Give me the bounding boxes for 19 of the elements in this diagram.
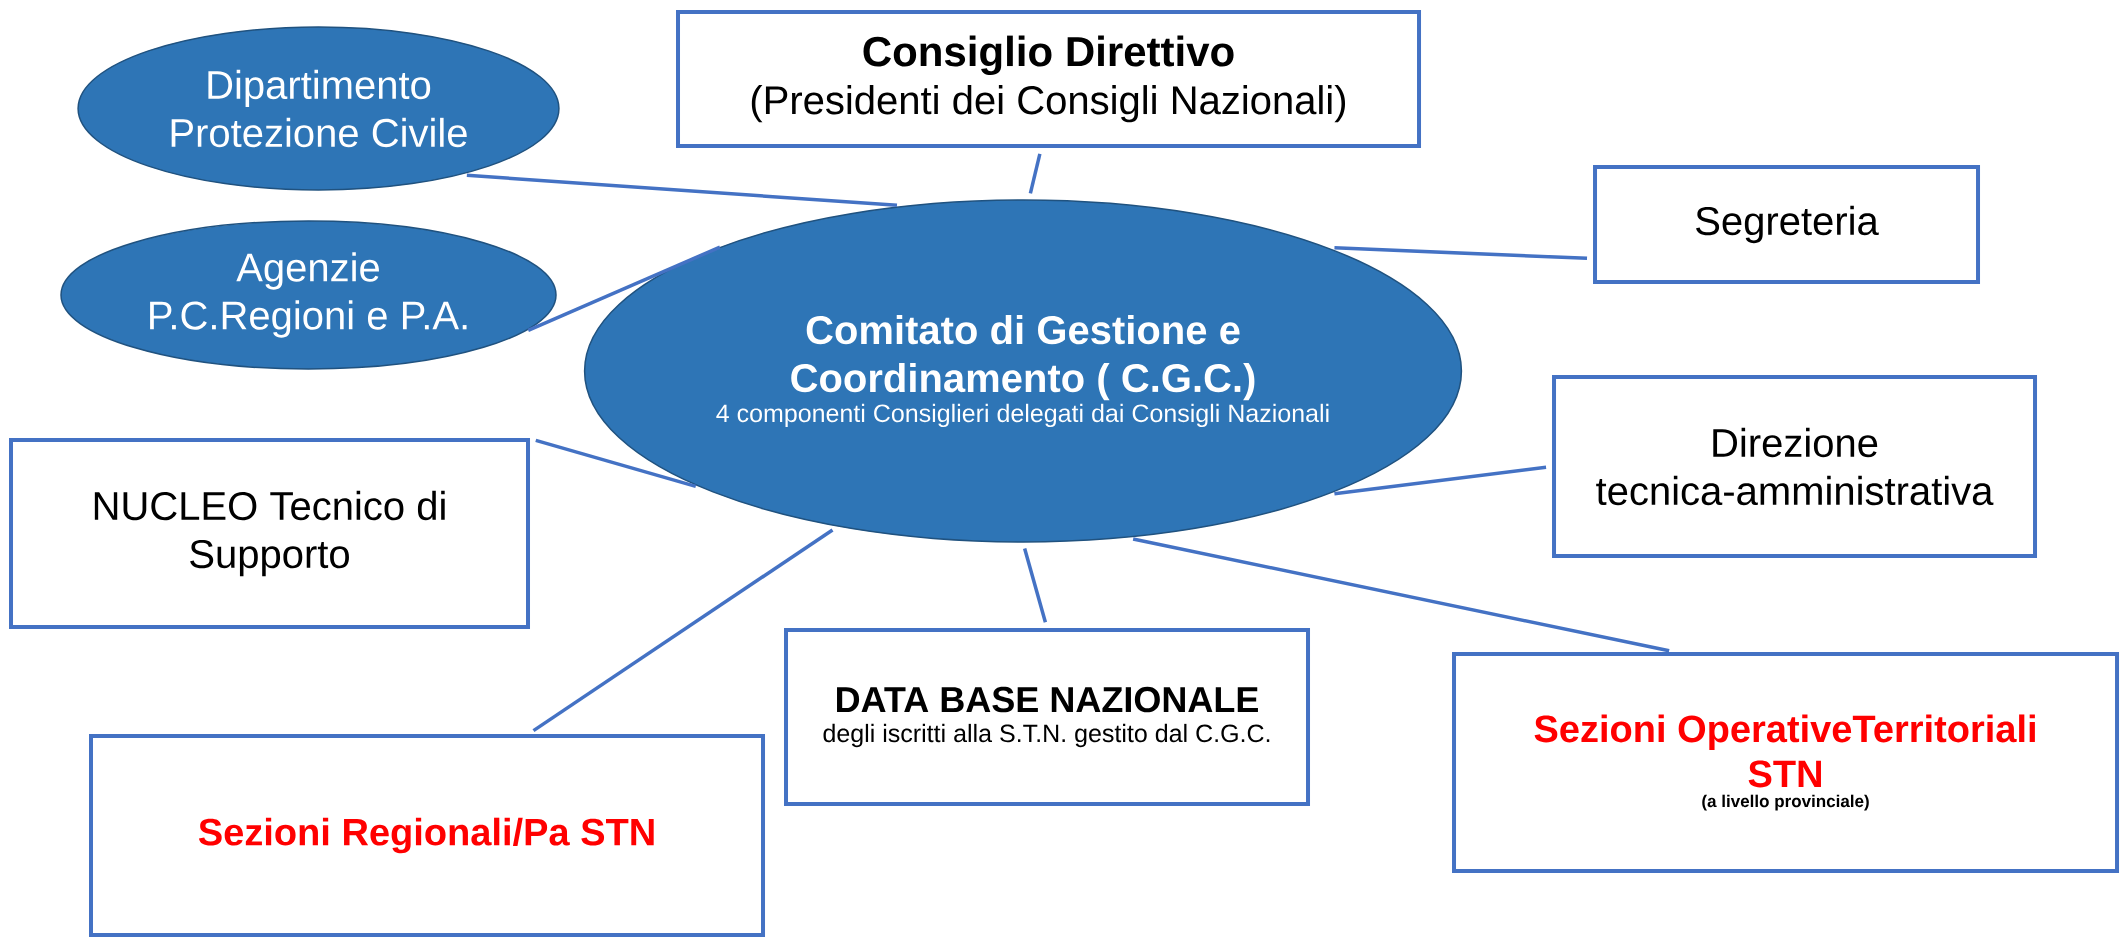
text-box: Sezioni Regionali/Pa STN [89, 734, 765, 937]
connector-line [535, 438, 697, 489]
text-box: Consiglio Direttivo (Presidenti dei Consigli Nazionali) [676, 10, 1421, 148]
ellipse-node: Dipartimento Protezione Civile [77, 26, 560, 191]
connector-line [1334, 246, 1588, 261]
text-box: Sezioni OperativeTerritoriali STN (a livello provinciale) [1452, 652, 2119, 873]
text-box: Segreteria [1593, 165, 1981, 284]
ellipse-node: Comitato di Gestione e Coordinamento ( C.G.C.) 4 componenti Consiglieri delegati dai Consigli Nazionali [583, 199, 1463, 543]
connector-line [466, 173, 898, 208]
text-box: NUCLEO Tecnico di Supporto [9, 438, 530, 629]
connector-line [532, 528, 834, 733]
text-box: Direzione tecnica-amministrativa [1552, 375, 2037, 558]
connector-line [1022, 548, 1048, 623]
connector-line [1334, 465, 1547, 496]
connector-line [1132, 537, 1670, 653]
text-box: DATA BASE NAZIONALE degli iscritti alla S.T.N. gestito dal C.G.C. [784, 628, 1310, 806]
connector-line [1028, 153, 1042, 194]
connector-line [527, 245, 721, 332]
ellipse-node: Agenzie P.C.Regioni e P.A. [60, 220, 557, 370]
